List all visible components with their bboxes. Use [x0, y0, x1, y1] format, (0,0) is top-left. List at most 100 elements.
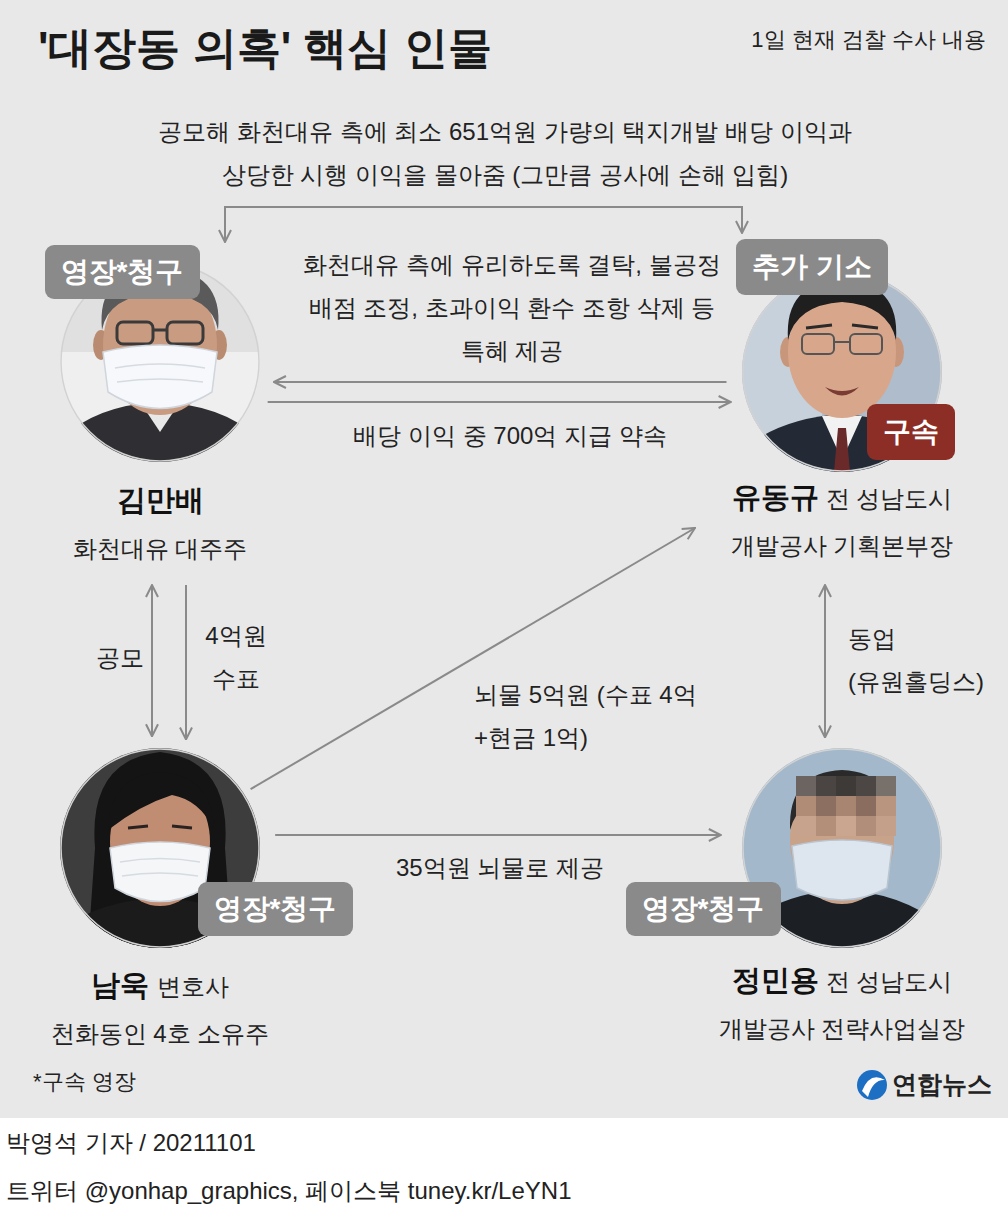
person-circle [61, 749, 259, 947]
connector-arrow [275, 834, 721, 836]
portrait-photo [825, 387, 859, 396]
connector-arrow [251, 528, 695, 789]
person-node: 영장*청구정민용전 성남도시 개발공사 전략사업실장 [742, 748, 942, 948]
date-note: 1일 현재 검찰 수사 내용 [751, 27, 986, 52]
person-caption: 김만배화천대유 대주주 [30, 478, 290, 571]
portrait-photo [816, 776, 836, 796]
person-name: 남욱 [91, 969, 149, 1001]
edge-label-box: 4억원 수표 [196, 614, 276, 700]
portrait-photo [153, 329, 167, 332]
news-logo-symbol [862, 1077, 885, 1097]
portrait-photo [792, 840, 892, 900]
edge-label: 뇌물 5억원 (수표 4억+현금 1억) [474, 681, 697, 751]
edge-label-box: 뇌물 5억원 (수표 4억+현금 1억) [474, 673, 724, 759]
portrait-photo [856, 796, 876, 816]
person-name: 정민용 [732, 964, 819, 996]
person-caption: 유동규전 성남도시 개발공사 기획본부장 [717, 475, 967, 571]
portrait-photo [802, 334, 834, 354]
portrait-photo [167, 322, 203, 344]
person-caption: 정민용전 성남도시 개발공사 전략사업실장 [697, 958, 987, 1054]
portrait-photo [850, 334, 882, 354]
badge-text: 추가 기소 [752, 250, 872, 284]
person-circle [743, 749, 941, 947]
badge-text: 영장*청구 [214, 892, 337, 926]
badge-text: 구속 [883, 415, 939, 449]
portrait-photo [108, 772, 214, 830]
edge-label-box: 동업 (유원홀딩스) [848, 617, 998, 703]
person-role: 천화동인 4호 소유주 [35, 1012, 285, 1056]
credit-line-box: 박영석 기자 / 20211101 [6, 1127, 256, 1158]
person-role: 변호사 [157, 973, 229, 1000]
title-box: '대장동 의혹' 핵심 인물 [38, 20, 492, 75]
portrait-photo [816, 816, 836, 836]
portrait-photo [117, 322, 203, 344]
portrait-photo [796, 776, 816, 796]
person-circle [743, 273, 941, 471]
person-caption: 남욱 변호사천화동인 4호 소유주 [35, 963, 285, 1056]
social-line-box: 트위터 @yonhap_graphics, 페이스북 tuney.kr/LeYN… [6, 1175, 571, 1206]
footnote-box: *구속 영장 [33, 1068, 136, 1097]
portrait-photo [876, 816, 896, 836]
person-role: 화천대유 대주주 [30, 527, 290, 571]
badge-text: 영장*청구 [61, 255, 184, 289]
edge-label: 4억원 수표 [205, 622, 266, 692]
portrait-photo [115, 364, 205, 382]
edge-label-box: 35억원 뇌물로 제공 [300, 846, 700, 889]
badge-text: 영장*청구 [642, 892, 765, 926]
portrait-photo [802, 334, 882, 354]
portrait-photo [836, 816, 856, 836]
portrait-photo [110, 842, 210, 902]
portrait-photo [876, 776, 896, 796]
news-logo-symbol [857, 1070, 887, 1100]
edge-label-box: 공모 [64, 636, 144, 679]
edge-label: 공모해 화천대유 측에 최소 651억원 가량의 택지개발 배당 이익과 상당한… [158, 118, 851, 188]
status-badge: 영장*청구 [45, 245, 200, 299]
connector-arrow [274, 381, 727, 383]
connector-arrow [151, 585, 153, 736]
connector-arrow [185, 585, 187, 739]
portrait-photo [796, 796, 816, 816]
agency-logo-text-box: 연합뉴스 [892, 1068, 992, 1101]
portrait-photo [836, 776, 856, 796]
edge-label: 화천대유 측에 유리하도록 결탁, 불공정 배점 조정, 초과이익 환수 조항 … [303, 251, 720, 364]
portrait-photo [834, 341, 850, 343]
portrait-photo [856, 776, 876, 796]
portrait-photo [796, 816, 816, 836]
person-circle [61, 263, 259, 461]
person-name: 유동규 [732, 481, 819, 513]
portrait-photo [742, 272, 942, 472]
portrait-photo [816, 796, 836, 816]
portrait-photo [834, 428, 850, 472]
portrait-photo [742, 272, 942, 472]
person-node: 영장*청구김만배화천대유 대주주 [60, 262, 260, 462]
agency-logo-text: 연합뉴스 [892, 1070, 992, 1098]
portrait-photo [836, 796, 856, 816]
edge-label: 35억원 뇌물로 제공 [396, 854, 604, 881]
edge-label-box: 화천대유 측에 유리하도록 결탁, 불공정 배점 조정, 초과이익 환수 조항 … [292, 243, 732, 372]
title: '대장동 의혹' 핵심 인물 [38, 23, 492, 72]
news-logo-symbol [857, 1070, 887, 1100]
credit-line: 박영석 기자 / 20211101 [6, 1129, 256, 1156]
portrait-photo [876, 796, 896, 816]
edge-label: 공모 [96, 644, 144, 671]
connector-arrow [824, 585, 826, 737]
status-badge: 영장*청구 [198, 882, 353, 936]
edge-label: 배당 이익 중 700억 지급 약속 [353, 422, 666, 449]
status-badge: 구속 [867, 404, 955, 460]
person-node: 영장*청구남욱변호사천화동인 4호 소유주 [60, 748, 260, 948]
status-badge: 영장*청구 [626, 882, 781, 936]
portrait-photo [120, 859, 200, 877]
connector-arrow [225, 207, 742, 242]
footnote: *구속 영장 [33, 1069, 136, 1094]
person-node: 추가 기소구속유동규전 성남도시 개발공사 기획본부장 [742, 272, 942, 472]
edge-label: 동업 (유원홀딩스) [848, 625, 984, 695]
person-name: 김만배 [117, 484, 204, 516]
edge-label-box: 공모해 화천대유 측에 최소 651억원 가량의 택지개발 배당 이익과 상당한… [145, 110, 865, 196]
portrait-photo [117, 322, 153, 344]
portrait-photo [856, 816, 876, 836]
portrait-photo [103, 345, 217, 409]
portrait-photo [128, 826, 192, 828]
portrait-photo [806, 325, 878, 328]
social-line: 트위터 @yonhap_graphics, 페이스북 tuney.kr/LeYN… [6, 1177, 571, 1204]
